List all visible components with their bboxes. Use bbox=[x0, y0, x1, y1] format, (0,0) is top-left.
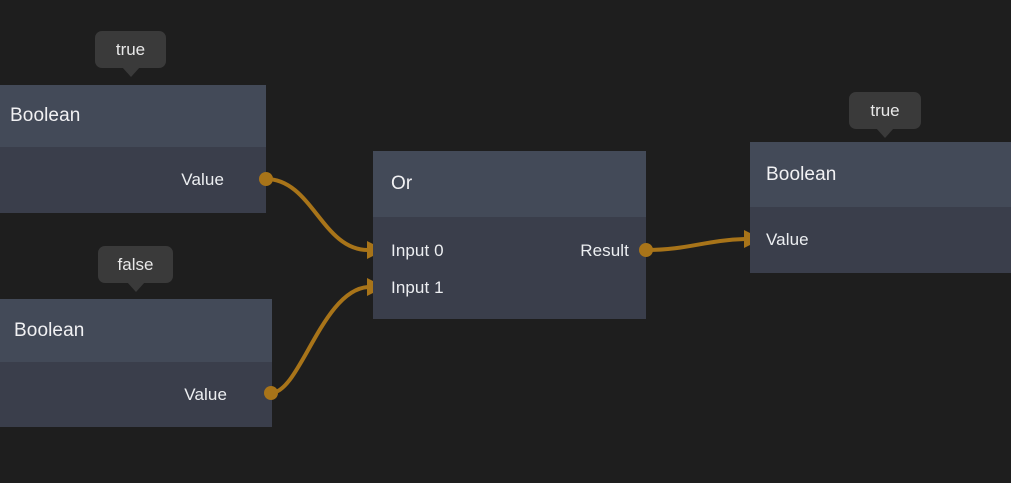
output-port-label: Value bbox=[181, 170, 224, 189]
node-boolean-true[interactable]: Boolean Value bbox=[0, 85, 266, 213]
input-port-row-value[interactable]: Value bbox=[766, 230, 809, 250]
tooltip-boolean-true: true bbox=[95, 31, 166, 77]
node-body: Value bbox=[0, 147, 266, 213]
node-header[interactable]: Boolean bbox=[0, 299, 272, 362]
input-port-label: Value bbox=[766, 230, 809, 249]
node-title: Boolean bbox=[766, 163, 837, 185]
node-header[interactable]: Boolean bbox=[750, 142, 1011, 207]
output-port-dot-boolean-false[interactable] bbox=[264, 386, 278, 400]
output-port-row-value[interactable]: Value bbox=[181, 170, 224, 190]
tooltip-text: true bbox=[115, 39, 146, 59]
node-boolean-result[interactable]: Boolean Value bbox=[750, 142, 1011, 273]
node-title: Or bbox=[391, 173, 413, 194]
tooltip-text: true bbox=[870, 100, 900, 120]
node-body: Input 0 Input 1 Result bbox=[373, 217, 646, 319]
node-header[interactable]: Or bbox=[373, 151, 646, 217]
output-port-dot-or-result[interactable] bbox=[639, 243, 653, 257]
node-title: Boolean bbox=[14, 319, 85, 341]
wire-false-to-input1 bbox=[269, 285, 370, 395]
tooltip-boolean-result: true bbox=[849, 92, 921, 138]
input-port-label: Input 0 bbox=[391, 241, 444, 260]
output-port-row-value[interactable]: Value bbox=[184, 385, 227, 405]
node-body: Value bbox=[750, 207, 1011, 273]
tooltip-text: false bbox=[117, 254, 154, 274]
tooltip-boolean-false: false bbox=[98, 246, 173, 292]
input-port-label: Input 1 bbox=[391, 278, 444, 297]
tooltip-arrow-icon bbox=[876, 128, 894, 138]
node-header[interactable]: Boolean bbox=[0, 85, 266, 147]
tooltip-arrow-icon bbox=[121, 67, 140, 77]
input-port-row-input1[interactable]: Input 1 bbox=[391, 278, 444, 298]
node-or[interactable]: Or Input 0 Input 1 Result bbox=[373, 151, 646, 319]
output-port-row-result[interactable]: Result bbox=[580, 241, 629, 261]
wire-true-to-input0 bbox=[264, 177, 370, 252]
node-body: Value bbox=[0, 362, 272, 427]
output-port-dot-boolean-true[interactable] bbox=[259, 172, 273, 186]
tooltip-arrow-icon bbox=[126, 282, 145, 292]
wire-result-to-value bbox=[644, 237, 747, 252]
node-title: Boolean bbox=[10, 105, 81, 126]
output-port-label: Value bbox=[184, 385, 227, 404]
node-boolean-false[interactable]: Boolean Value bbox=[0, 299, 272, 427]
input-port-row-input0[interactable]: Input 0 bbox=[391, 241, 444, 261]
output-port-label: Result bbox=[580, 241, 629, 260]
